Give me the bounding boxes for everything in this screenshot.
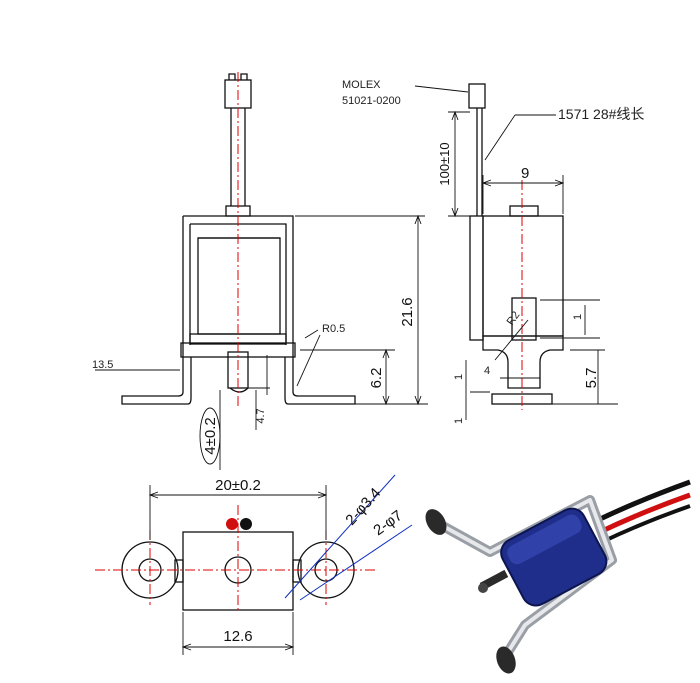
front-plunger-height-label: 6.2 [368, 368, 385, 389]
top-dimensions [148, 485, 328, 655]
side-connector [468, 83, 486, 109]
body-width-label: 12.6 [223, 628, 252, 645]
solenoid-photo [425, 479, 691, 674]
red-wire-dot [226, 518, 238, 530]
front-offset-label: 13.5 [92, 359, 113, 371]
side-view [468, 83, 564, 405]
side-foot-label: 5.7 [583, 368, 600, 389]
front-frame [182, 215, 294, 372]
hole-leaders [284, 474, 413, 601]
molex-part-label: 51021-0200 [342, 95, 401, 107]
side-four-label: 4 [484, 365, 490, 377]
side-width-label: 9 [521, 165, 529, 182]
hole-large-label: 2-φ7 [370, 507, 405, 539]
top-centerlines [95, 505, 375, 612]
mount-span-label: 20±0.2 [215, 477, 261, 494]
side-one-b-label: 1 [453, 374, 465, 380]
front-radius-label: R0.5 [322, 323, 345, 335]
front-coil [197, 237, 281, 335]
side-body [482, 215, 564, 337]
front-height-label: 21.6 [399, 297, 416, 326]
lead-length-label: 100±10 [437, 142, 452, 185]
molex-brand-label: MOLEX [342, 79, 381, 91]
front-travel-label: 4.7 [255, 408, 267, 423]
front-dimensions [95, 214, 428, 470]
front-right-foot [284, 357, 356, 405]
side-one-c-label: 1 [453, 418, 465, 424]
wire-spec-label: 1571 28#线长 [558, 106, 644, 122]
side-one-a-label: 1 [572, 314, 584, 320]
front-plunger-dia-label: 4±0.2 [202, 417, 219, 454]
side-radius-label: R2 [505, 309, 523, 327]
black-wire-dot [240, 518, 252, 530]
front-left-foot [121, 357, 192, 405]
side-dimensions [414, 85, 618, 420]
